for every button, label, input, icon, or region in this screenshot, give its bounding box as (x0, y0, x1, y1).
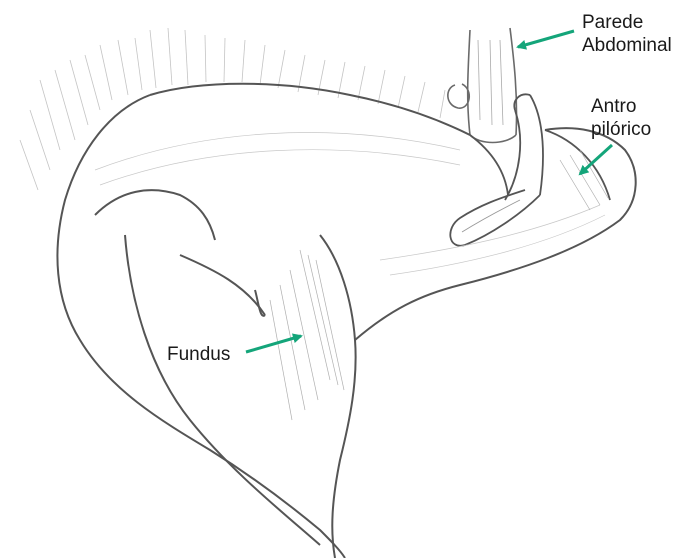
stomach-outline (57, 84, 635, 558)
abdominal-wall-tube (448, 28, 517, 143)
label-parede-line1: Parede (582, 11, 672, 34)
abdominal-wall-hatching (20, 28, 445, 190)
label-parede-abdominal: Parede Abdominal (582, 11, 672, 57)
label-arrows (246, 31, 612, 352)
label-fundus-text: Fundus (167, 343, 230, 366)
label-parede-line2: Abdominal (582, 34, 672, 57)
arrow-parede-abdominal (518, 31, 574, 47)
label-fundus: Fundus (167, 343, 230, 366)
label-antro-line1: Antro (591, 95, 651, 118)
pencil-shading (95, 133, 608, 420)
label-antro-pilorico: Antro pilórico (591, 95, 651, 141)
label-antro-line2: pilórico (591, 118, 651, 141)
